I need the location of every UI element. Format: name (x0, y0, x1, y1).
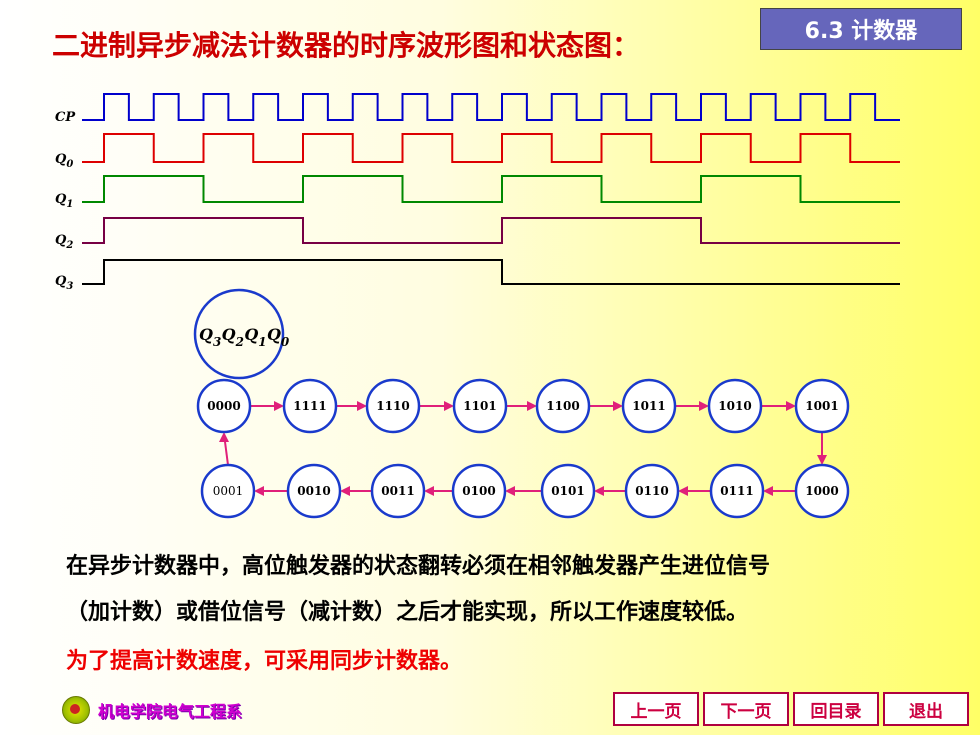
state-node: 1110 (365, 378, 421, 434)
state-circle (365, 378, 421, 434)
signal-label-CP: CP (55, 110, 76, 125)
state-circle (794, 378, 850, 434)
state-label: 1111 (293, 399, 326, 413)
state-node: 0110 (624, 463, 680, 519)
arrow-head (763, 486, 773, 496)
state-node: 0101 (540, 463, 596, 519)
state-label: 0101 (551, 484, 584, 498)
state-circle (540, 463, 596, 519)
state-circle (535, 378, 591, 434)
paragraph-line-1: 在异步计数器中，高位触发器的状态翻转必须在相邻触发器产生进位信号 (66, 554, 771, 579)
state-label: 1011 (632, 399, 665, 413)
arrow-head (424, 486, 434, 496)
signal-label-Q2: Q2 (55, 233, 73, 251)
state-label: 1000 (805, 484, 838, 498)
waveform-Q1 (82, 175, 900, 203)
state-header-circle (193, 288, 285, 380)
paragraph-highlight: 为了提高计数速度，可采用同步计数器。 (66, 649, 463, 674)
arrow-head (613, 401, 623, 411)
page-title: 二进制异步减法计数器的时序波形图和状态图： (52, 29, 641, 62)
state-label: 1100 (546, 399, 579, 413)
arrow-head (254, 486, 264, 496)
state-node: 0111 (709, 463, 765, 519)
next-page-button[interactable]: 下一页 (703, 692, 789, 726)
state-circle (709, 463, 765, 519)
waveform-Q2 (82, 217, 900, 244)
state-circle (451, 463, 507, 519)
state-node: 1001 (794, 378, 850, 434)
arrow-head (219, 432, 229, 442)
state-node: 1111 (282, 378, 338, 434)
nav-bar: 上一页 下一页 回目录 退出 (613, 692, 969, 726)
toc-button[interactable]: 回目录 (793, 692, 879, 726)
state-label: 0011 (381, 484, 414, 498)
arrow-head (594, 486, 604, 496)
state-label: 0100 (462, 484, 495, 498)
arrow-head (505, 486, 515, 496)
exit-button[interactable]: 退出 (883, 692, 969, 726)
state-label: 0001 (213, 484, 244, 498)
state-node: 0001 (200, 463, 256, 519)
state-label: 1001 (805, 399, 838, 413)
arrow-head (527, 401, 537, 411)
state-node: 0000 (196, 378, 252, 434)
paragraph-line-2: （加计数）或借位信号（减计数）之后才能实现，所以工作速度较低。 (66, 600, 749, 625)
state-label: 1010 (718, 399, 751, 413)
state-label: 1110 (376, 399, 409, 413)
state-diagram-group: Q3 Q2 Q1 Q0 0000 1111 1110 1101 1100 1011 1010… (193, 288, 850, 519)
arrow-head (444, 401, 454, 411)
state-node: 0100 (451, 463, 507, 519)
state-circle (200, 463, 256, 519)
section-tab: 6.3 计数器 (760, 8, 962, 50)
footer-org: 机电学院电气工程系 (62, 696, 243, 724)
state-circle (196, 378, 252, 434)
signal-label-Q3: Q3 (55, 274, 73, 292)
state-node: 1010 (707, 378, 763, 434)
state-node: 0010 (286, 463, 342, 519)
state-circle (794, 463, 850, 519)
prev-page-button[interactable]: 上一页 (613, 692, 699, 726)
state-circle (707, 378, 763, 434)
state-label: 0010 (297, 484, 330, 498)
state-header-label: Q3 Q2 Q1 Q0 (199, 325, 290, 349)
org-name: 机电学院电气工程系 (98, 702, 243, 721)
state-node: 1000 (794, 463, 850, 519)
waveform-Q3 (82, 259, 900, 285)
state-node: 0011 (370, 463, 426, 519)
state-circle (282, 378, 338, 434)
state-circle (621, 378, 677, 434)
state-circle (452, 378, 508, 434)
state-label: 0111 (720, 484, 753, 498)
arrow-head (274, 401, 284, 411)
state-node: 1101 (452, 378, 508, 434)
signal-label-Q0: Q0 (55, 152, 73, 170)
arrow-head (699, 401, 709, 411)
state-label: 0000 (207, 399, 240, 413)
state-label: 0110 (635, 484, 668, 498)
arrow-head (340, 486, 350, 496)
arrow-head (678, 486, 688, 496)
state-node: 1100 (535, 378, 591, 434)
state-label: 1101 (463, 399, 496, 413)
arrow-head (357, 401, 367, 411)
arrow-head (786, 401, 796, 411)
signal-label-Q1: Q1 (55, 192, 73, 210)
state-node: 1011 (621, 378, 677, 434)
waveform-Q0 (82, 133, 900, 163)
state-circle (624, 463, 680, 519)
waveform-CP (82, 93, 900, 121)
state-circle (370, 463, 426, 519)
state-circle (286, 463, 342, 519)
org-logo (62, 696, 90, 724)
arrow-head (817, 455, 827, 465)
